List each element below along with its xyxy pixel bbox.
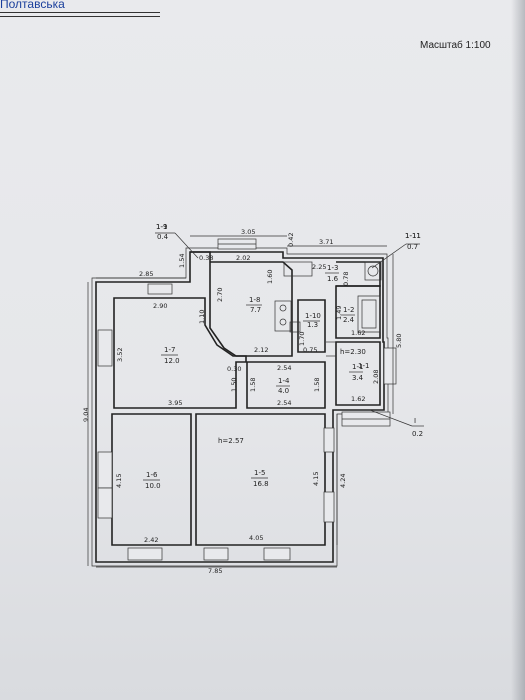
dim-208: 2.08 — [372, 370, 380, 384]
dim-154: 1.54 — [178, 254, 186, 268]
dim-371: 3.71 — [319, 238, 333, 246]
room-1-4-area: 4.0 — [278, 387, 289, 395]
room-1-5-area: 16.8 — [253, 480, 269, 488]
room-label-1-9-id: 1-1 — [156, 223, 167, 231]
room-1-8-area: 7.7 — [250, 306, 261, 314]
dim-580: 5.80 — [395, 334, 403, 348]
room-1-9-id: 1-9 — [156, 223, 167, 231]
dim-405: 4.05 — [249, 534, 263, 542]
dim-415b: 4.15 — [312, 472, 320, 486]
page-edge-shadow — [511, 0, 525, 700]
interior-walls — [111, 251, 381, 546]
room-1-10-area: 1.3 — [307, 321, 318, 329]
room-1-11-id: 1-11 — [405, 232, 421, 240]
boiler-icon — [364, 261, 382, 281]
dim-042: 0.42 — [287, 233, 295, 247]
header-underline-second — [0, 16, 160, 17]
dim-395: 3.95 — [168, 399, 182, 407]
height-annex: h=2.30 — [340, 348, 366, 356]
dimension-lines — [87, 235, 394, 568]
outer-walls — [91, 247, 389, 567]
dim-242: 2.42 — [144, 536, 158, 544]
height-main: h=2.57 — [218, 437, 244, 445]
room-1-2-id: 1-2 — [343, 306, 354, 314]
windows — [97, 238, 397, 561]
dim-270: 2.70 — [216, 288, 224, 302]
room-1-3-area: 1.6 — [327, 275, 339, 283]
room-1-9-area: 0.4 — [157, 233, 169, 241]
bathtub-icon — [357, 295, 381, 333]
dim-170: 1.70 — [298, 332, 306, 346]
dim-150: 1.50 — [230, 378, 238, 392]
dimension-texts: 3.05 3.71 0.42 0.38 2.02 1.54 1.60 2.25 … — [82, 228, 403, 575]
room-1-7-id: 1-7 — [164, 346, 175, 354]
dim-075: 0.75 — [303, 346, 317, 354]
room-1-8-id: 1-8 — [249, 296, 260, 304]
room-1-6-id: 1-6 — [146, 471, 158, 479]
dim-078: 0.78 — [342, 272, 350, 286]
dim-285: 2.85 — [139, 270, 153, 278]
fixtures — [274, 261, 382, 333]
dim-162b: 1.62 — [351, 395, 365, 403]
dim-158a: 1.58 — [249, 378, 257, 392]
dim-202: 2.02 — [236, 254, 250, 262]
room-1-11-area: 0.7 — [407, 243, 418, 251]
dim-415a: 4.15 — [115, 474, 123, 488]
leader-lines — [155, 232, 424, 427]
room-i-id: I — [414, 417, 416, 425]
scale-label: Масштаб 1:100 — [420, 40, 491, 51]
dim-424: 4.24 — [339, 474, 347, 488]
room-label-1-1-id: 1-1 — [358, 362, 369, 370]
header-underline — [0, 12, 160, 13]
room-1-2-area: 2.4 — [343, 316, 355, 324]
dim-225: 2.25 — [312, 263, 326, 271]
room-labels: 1-1 1-11 1-1 — [156, 223, 421, 370]
dim-254b: 2.54 — [277, 399, 291, 407]
dim-160: 1.60 — [266, 270, 274, 284]
stove-icon — [283, 261, 313, 277]
room-1-4-id: 1-4 — [278, 377, 290, 385]
dim-254a: 2.54 — [277, 364, 291, 372]
dim-290: 2.90 — [153, 302, 167, 310]
dim-305: 3.05 — [241, 228, 255, 236]
room-1-1-area: 3.4 — [352, 374, 364, 382]
cooktop-icon — [274, 300, 292, 332]
sink-icon — [289, 321, 301, 333]
room-1-6-area: 10.0 — [145, 482, 161, 490]
dim-904: 9.04 — [82, 408, 90, 422]
room-label-1-11-id: 1-11 — [405, 232, 421, 240]
room-1-1-id: 1-1 — [352, 363, 363, 371]
header-address-fragment: Полтавська — [0, 0, 65, 11]
dim-785: 7.85 — [208, 567, 222, 575]
room-1-5-id: 1-5 — [254, 469, 265, 477]
dim-149: 1.49 — [335, 306, 343, 320]
room-1-10-id: 1-10 — [305, 312, 321, 320]
dim-162a: 1.62 — [351, 329, 365, 337]
dim-158b: 1.58 — [313, 378, 321, 392]
room-i-area: 0.2 — [412, 430, 423, 438]
dim-038: 0.38 — [199, 254, 213, 262]
dim-212: 2.12 — [254, 346, 268, 354]
room-1-3-id: 1-3 — [327, 264, 338, 272]
dim-030: 0.30 — [227, 365, 241, 373]
room-1-7-area: 12.0 — [164, 357, 180, 365]
dim-110: 1.10 — [198, 310, 206, 324]
dim-352: 3.52 — [116, 348, 124, 362]
